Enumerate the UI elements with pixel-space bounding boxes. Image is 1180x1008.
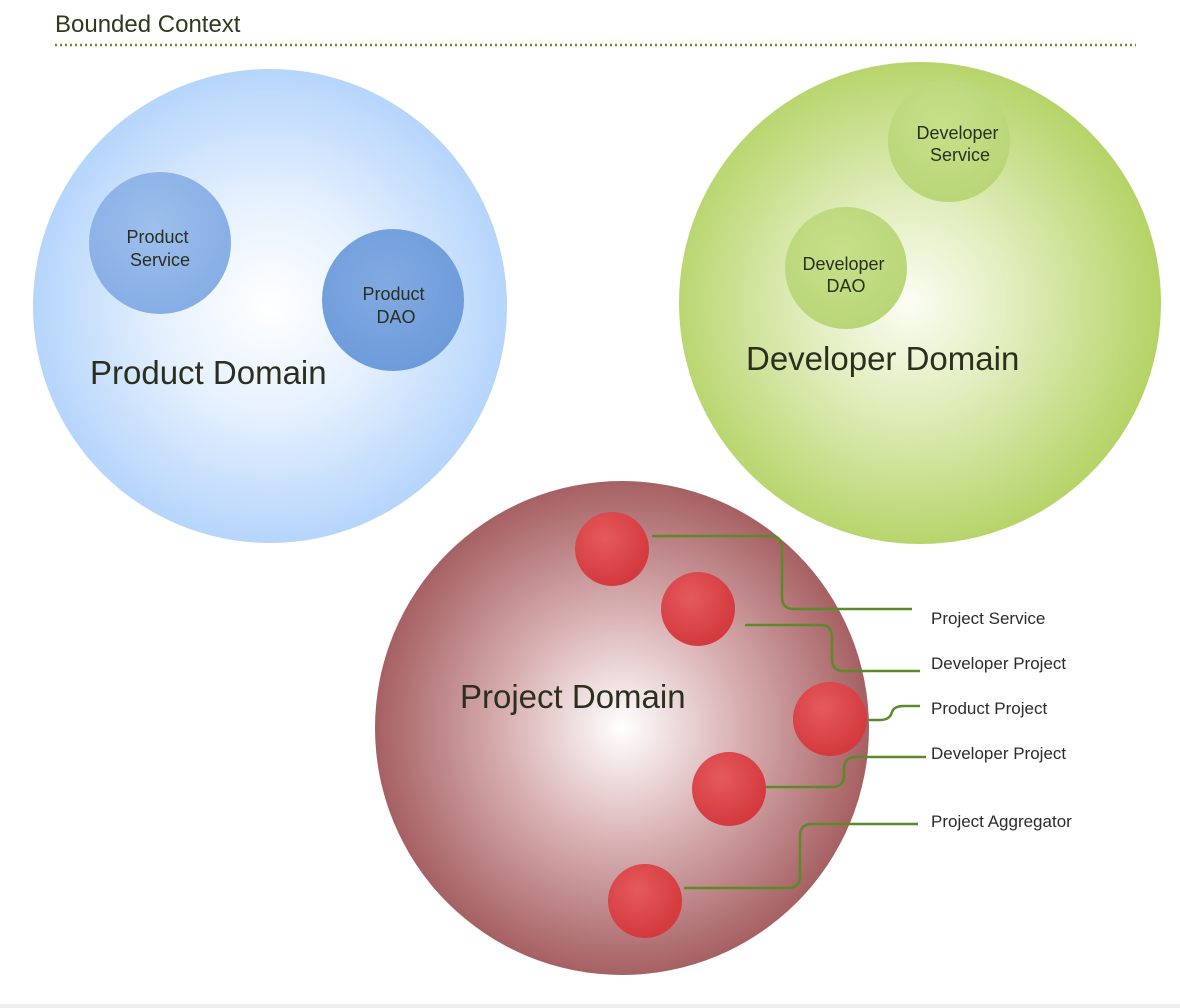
developer-project-node-2	[692, 752, 766, 826]
leader-project-service	[652, 534, 912, 611]
developer-service-label-line2: Service	[930, 145, 990, 165]
product-service-label-line2: Service	[130, 250, 190, 270]
product-dao-label-line1: Product	[362, 284, 424, 304]
product-domain-label: Product Domain	[90, 354, 327, 391]
product-dao-circle	[322, 229, 464, 371]
project-domain-label: Project Domain	[460, 678, 686, 715]
product-service-node: Product Service	[89, 172, 231, 314]
developer-dao-label-line2: DAO	[826, 276, 865, 296]
svg-text:Developer Service: Developer Service	[916, 123, 1003, 165]
svg-text:Product Service: Product Service	[126, 227, 193, 270]
callout-product-project: Product Project	[931, 699, 1047, 718]
developer-project-node-1	[661, 572, 735, 646]
svg-text:Developer DAO: Developer DAO	[802, 254, 889, 296]
callout-project-service: Project Service	[931, 609, 1045, 628]
project-aggregator-node	[608, 864, 682, 938]
leader-developer-project-2	[766, 755, 926, 789]
product-domain: Product Service Product DAO Product Doma…	[33, 69, 507, 543]
project-domain: Project Domain Project Service Developer…	[375, 481, 1072, 975]
callout-developer-project-2: Developer Project	[931, 744, 1066, 763]
bottom-edge-bar	[0, 1004, 1180, 1008]
svg-text:Product DAO: Product DAO	[362, 284, 429, 327]
developer-dao-label-line1: Developer	[802, 254, 884, 274]
developer-service-label-line1: Developer	[916, 123, 998, 143]
project-domain-circle	[375, 481, 869, 975]
developer-domain-circle	[679, 62, 1161, 544]
product-project-node	[793, 682, 867, 756]
product-dao-label-line2: DAO	[376, 307, 415, 327]
product-service-circle	[89, 172, 231, 314]
developer-service-circle	[888, 80, 1010, 202]
diagram-title: Bounded Context	[55, 11, 241, 38]
developer-domain: Developer Service Developer DAO Develope…	[679, 62, 1161, 544]
leader-developer-project-1	[745, 623, 920, 673]
leader-project-aggregator	[684, 822, 918, 890]
developer-dao-circle	[785, 207, 907, 329]
developer-dao-node: Developer DAO	[785, 207, 907, 329]
callout-project-aggregator: Project Aggregator	[931, 812, 1072, 831]
developer-service-node: Developer Service	[888, 80, 1010, 202]
project-service-node	[575, 512, 649, 586]
product-service-label-line1: Product	[126, 227, 188, 247]
callout-developer-project-1: Developer Project	[931, 654, 1066, 673]
product-dao-node: Product DAO	[322, 229, 464, 371]
leader-product-project	[868, 704, 920, 722]
developer-domain-label: Developer Domain	[746, 340, 1019, 377]
